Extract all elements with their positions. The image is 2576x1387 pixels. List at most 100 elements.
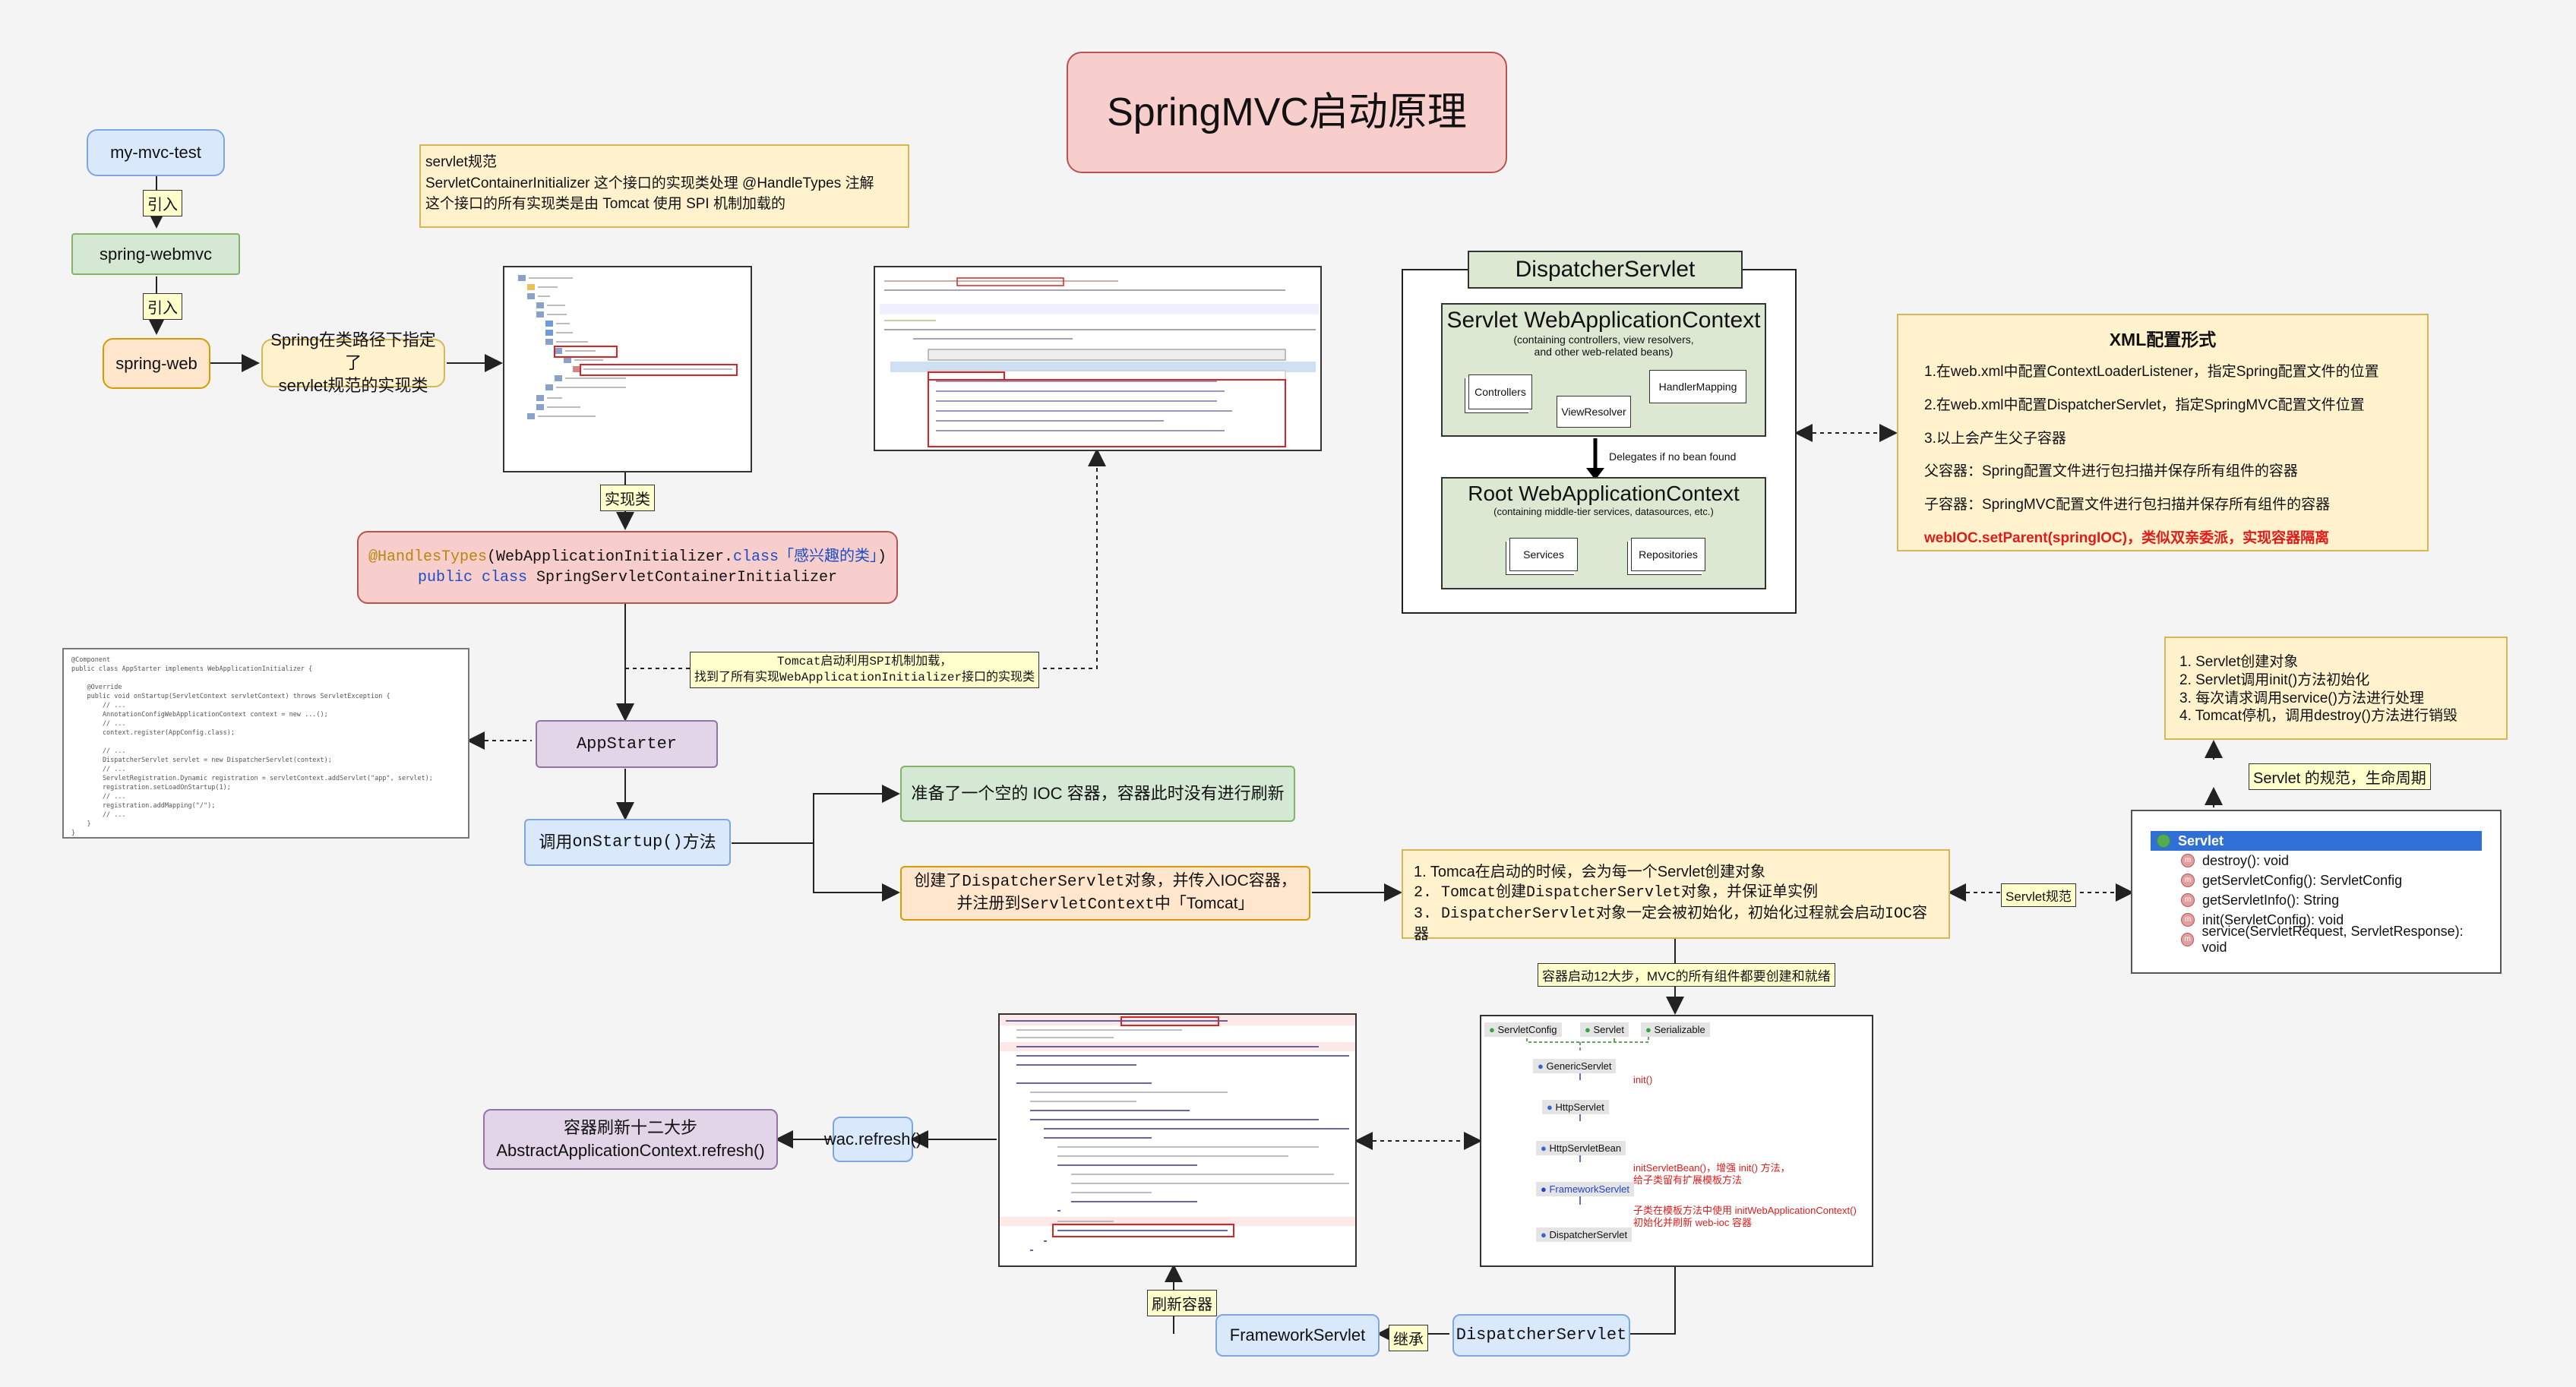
hierarchy-servlet-config: ServletConfig [1497, 1024, 1557, 1035]
servlet-ctx-sub2: and other web-related beans) [1534, 346, 1674, 358]
appstarter-code-screenshot: @Component public class AppStarter imple… [62, 648, 469, 839]
root-web-app-context: Root WebApplicationContext (containing m… [1441, 477, 1766, 589]
dc-post2: 中「Tomcat」 [1154, 895, 1254, 912]
handles-arg: (WebApplicationInitializer. [486, 548, 734, 566]
servlet-uml-header: Servlet [2151, 831, 2482, 851]
hsb-note-1: initServletBean()，增强 init() 方法， [1633, 1162, 1791, 1174]
uml-method-text: init(ServletConfig): void [2202, 912, 2344, 927]
handles-close: ) [877, 548, 887, 566]
method-icon: m [2181, 893, 2195, 907]
fs-note-1: 子类在模板方法中使用 initWebApplicationContext() [1633, 1205, 1857, 1216]
page-title: SpringMVC启动原理 [1067, 52, 1507, 173]
servlet-node: ● Servlet [1580, 1022, 1629, 1037]
xml-config-note: XML配置形式 1.在web.xml中配置ContextLoaderListen… [1897, 314, 2429, 551]
lifecycle-note: 1. Servlet创建对象 2. Servlet调用init()方法初始化 3… [2164, 637, 2508, 740]
fs-note-2: 初始化并刷新 web-ioc 容器 [1633, 1216, 1753, 1228]
generic-servlet-node: ● GenericServlet [1533, 1059, 1617, 1073]
refresh-line2: AbstractApplicationContext.refresh() [496, 1141, 765, 1160]
handles-public-class: public class [417, 569, 527, 586]
http-servlet-node: ● HttpServlet [1542, 1100, 1609, 1114]
import-label: 引入 [143, 293, 182, 320]
method-icon: m [2181, 913, 2195, 927]
handles-line2: public class SpringServletContainerIniti… [418, 567, 837, 588]
tomcat-step-1: 1. Tomca在启动的时候，会为每一个Servlet创建对象 [1414, 864, 1766, 880]
repositories-box: Repositories [1631, 538, 1705, 571]
lifecycle-4: 4. Tomcat停机，调用destroy()方法进行销毁 [2179, 708, 2457, 725]
dc-code1: DispatcherServlet [962, 873, 1125, 891]
dc-pre1: 创建了 [914, 871, 962, 889]
method-icon: m [2181, 854, 2195, 867]
xml-line-1: 1.在web.xml中配置ContextLoaderListener，指定Spr… [1924, 364, 2379, 381]
xml-line-5: 子容器：SpringMVC配置文件进行包扫描并保存所有组件的容器 [1924, 497, 2331, 513]
dispatcher-created-line1: 创建了DispatcherServlet对象，并传入IOC容器， [914, 870, 1297, 893]
uml-method-text: getServletInfo(): String [2202, 892, 2340, 908]
servlet-uml-name: Servlet [2178, 833, 2224, 848]
hierarchy-servlet: Servlet [1593, 1024, 1624, 1035]
servlet-ctx-title: Servlet WebApplicationContext [1446, 308, 1761, 333]
delegates-label: Delegates if no bean found [1609, 450, 1737, 463]
interface-icon [2157, 834, 2170, 848]
empty-ioc-box: 准备了一个空的 IOC 容器，容器此时没有进行刷新 [900, 766, 1295, 822]
hierarchy-http-servlet: HttpServlet [1555, 1101, 1604, 1113]
services-box: Services [1509, 538, 1578, 571]
dispatcher-created-line2: 并注册到ServletContext中「Tomcat」 [956, 893, 1253, 916]
tomcat-spi-line2: 找到了所有实现WebApplicationInitializer接口的实现类 [694, 670, 1035, 684]
refresh-line1: 容器刷新十二大步 [563, 1118, 697, 1138]
project-tree-screenshot [503, 266, 752, 472]
uml-method-text: destroy(): void [2202, 852, 2290, 868]
xml-title: XML配置形式 [2109, 330, 2217, 349]
fs-note: 子类在模板方法中使用 initWebApplicationContext() 初… [1633, 1205, 1857, 1228]
controllers-box: Controllers [1468, 374, 1532, 409]
hsb-note: initServletBean()，增强 init() 方法， 给子类留有扩展模… [1633, 1162, 1791, 1186]
spring-spec-line1: Spring在类路径下指定了 [270, 330, 436, 373]
init-code-graphic [1000, 1015, 1355, 1251]
handles-annotation: @HandlesTypes [368, 548, 487, 566]
tomcat-step-3: 3. DispatcherServlet对象一定会被初始化，初始化过程就会启动I… [1414, 905, 1928, 944]
dispatcher-diagram-title: DispatcherServlet [1468, 251, 1743, 289]
dc-pre2: 并注册到 [956, 895, 1021, 912]
refresh-twelve-steps-box: 容器刷新十二大步 AbstractApplicationContext.refr… [483, 1109, 778, 1170]
http-servlet-bean-node: ● HttpServletBean [1536, 1141, 1626, 1155]
uml-method: m destroy(): void [2181, 851, 2482, 870]
dispatcher-created-box: 创建了DispatcherServlet对象，并传入IOC容器， 并注册到Ser… [900, 866, 1310, 921]
method-icon: m [2181, 874, 2195, 887]
init-web-app-context-screenshot [998, 1013, 1357, 1267]
dc-post1: 对象，并传入IOC容器， [1124, 871, 1297, 889]
onstartup-post: 方法 [682, 833, 716, 852]
spring-spec-line2: servlet规范的实现类 [278, 375, 428, 395]
serializable-node: ● Serializable [1641, 1022, 1710, 1037]
inherit-label: 继承 [1389, 1325, 1428, 1351]
handles-types-box: @HandlesTypes(WebApplicationInitializer.… [357, 531, 898, 604]
dispatcher-servlet-node: ● DispatcherServlet [1536, 1227, 1633, 1242]
spec-note-line3: 这个接口的所有实现类是由 Tomcat 使用 SPI 机制加载的 [425, 196, 785, 213]
servlet-spec-note: servlet规范 ServletContainerInitializer 这个… [419, 144, 909, 228]
servlet-spec-label: Servlet规范 [2001, 883, 2076, 907]
handles-cn-note: 「感兴趣的类」 [779, 548, 878, 566]
servlet-ctx-sub1: (containing controllers, view resolvers, [1513, 333, 1694, 346]
my-mvc-test-node: my-mvc-test [87, 129, 225, 176]
lifecycle-label: Servlet 的规范，生命周期 [2249, 763, 2431, 790]
uml-method-text: getServletConfig(): ServletConfig [2202, 872, 2403, 888]
tomcat-spi-label: Tomcat启动利用SPI机制加载， 找到了所有实现WebApplication… [690, 652, 1040, 688]
lifecycle-3: 3. 每次请求调用service()方法进行处理 [2179, 690, 2424, 706]
impl-class-label: 实现类 [600, 485, 655, 511]
dc-code2: ServletContext [1020, 896, 1155, 914]
lifecycle-2: 2. Servlet调用init()方法初始化 [2179, 671, 2370, 688]
uml-method: m init(ServletConfig): void [2181, 910, 2482, 930]
uml-method: m getServletConfig(): ServletConfig [2181, 870, 2482, 890]
hierarchy-framework-servlet: FrameworkServlet [1549, 1183, 1629, 1195]
method-icon: m [2181, 933, 2195, 946]
servlet-uml-screenshot: Servlet m destroy(): void m getServletConf… [2131, 810, 2502, 974]
app-starter-node: AppStarter [536, 720, 718, 768]
onstartup-pre: 调用 [539, 833, 573, 852]
handles-line1: @HandlesTypes(WebApplicationInitializer.… [368, 547, 887, 567]
hierarchy-generic-servlet: GenericServlet [1546, 1060, 1612, 1072]
view-resolver-box: ViewResolver [1557, 396, 1631, 428]
tomcat-step-2: 2. Tomcat创建DispatcherServlet对象，并保证单实例 [1414, 884, 1819, 902]
uml-method: m getServletInfo(): String [2181, 890, 2482, 910]
spring-web-node: spring-web [103, 338, 210, 389]
servlet-config-node: ● ServletConfig [1484, 1022, 1562, 1037]
hierarchy-dispatcher-servlet: DispatcherServlet [1549, 1229, 1628, 1240]
